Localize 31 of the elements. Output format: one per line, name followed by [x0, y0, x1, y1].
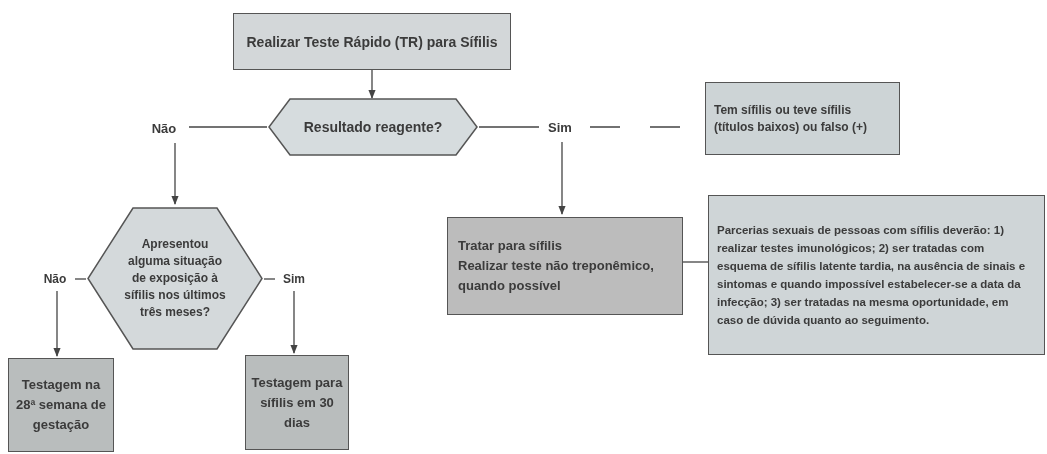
box-text: Tem sífilis ou teve sífilis (títulos baixos) ou falso (+) [714, 101, 868, 136]
process-box [8, 358, 114, 452]
connector-line [74, 278, 87, 280]
decision-hexagon [87, 207, 263, 350]
decision-hexagon [268, 98, 478, 156]
process-box [233, 13, 511, 70]
box-text: Resultado reagente? [303, 118, 443, 136]
connector-line [478, 126, 540, 128]
box-text: Apresentou alguma situação de exposição à sífilis nos últimos três meses? [123, 236, 227, 321]
arrow [368, 69, 376, 99]
process-box [447, 217, 683, 315]
box-text: Testagem na 28ª semana de gestação [14, 376, 108, 434]
box-text: Realizar Teste Rápido (TR) para Sífilis [246, 32, 498, 51]
arrow [171, 142, 179, 205]
arrow [558, 141, 566, 215]
branch-text: Não [43, 271, 67, 288]
branch-text: Sim [283, 271, 305, 288]
connector-line [188, 126, 268, 128]
arrow [53, 290, 61, 357]
connector-line [263, 278, 276, 280]
process-box [708, 195, 1045, 355]
connector-line [682, 261, 709, 263]
process-box [705, 82, 900, 155]
box-text: Tratar para sífilis [458, 237, 563, 255]
box-text: Realizar teste não treponêmico, quando possível [458, 257, 655, 295]
box-text: Testagem para sífilis em 30 dias [250, 373, 344, 432]
branch-text: Sim [548, 119, 572, 137]
arrow [290, 290, 298, 354]
process-box [245, 355, 349, 450]
branch-text: Não [151, 120, 177, 138]
box-text: Parcerias sexuais de pessoas com sífilis deverão: 1) realizar testes imunológicos; 2) ser tratadas com esquema de sífilis latente tardia, na ausência de sinais e sintomas e quando impossível estabelecer-se a data da infecção; 3) ser tratadas na mesma oportunidade, em caso de dúvida quanto ao seguimento. [717, 223, 1027, 328]
